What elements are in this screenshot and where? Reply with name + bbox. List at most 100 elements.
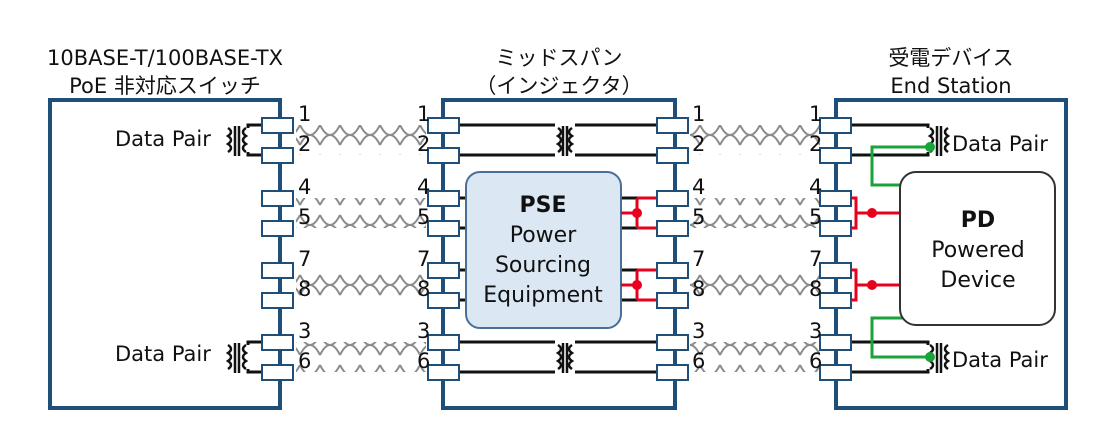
- junction-dot-icon: [925, 142, 935, 152]
- connector-pin-icon: [656, 262, 689, 279]
- endstation-data-pair-top: Data Pair: [952, 132, 1048, 156]
- connector-pin-icon: [656, 334, 689, 351]
- connector-pin-icon: [261, 220, 294, 237]
- junction-dot-icon: [925, 352, 935, 362]
- connector-pin-icon: [819, 147, 852, 164]
- connector-pin-icon: [427, 147, 460, 164]
- pin-number: 3: [809, 319, 822, 343]
- connector-pin-icon: [656, 292, 689, 309]
- pd-label-1: PD: [961, 208, 995, 233]
- pse-label-4: Equipment: [483, 283, 603, 308]
- connector-pin-icon: [656, 117, 689, 134]
- connector-pin-icon: [819, 117, 852, 134]
- junction-dot-icon: [867, 208, 877, 218]
- pin-number: 1: [298, 102, 311, 126]
- pin-number: 6: [692, 349, 705, 373]
- pin-number: 2: [298, 132, 311, 156]
- pin-number: 8: [417, 277, 430, 301]
- pd-box: [899, 171, 1056, 326]
- pin-number: 8: [692, 277, 705, 301]
- pd-label-3: Device: [940, 268, 1015, 293]
- switch-frame: [48, 98, 282, 410]
- transformer-icon: [225, 343, 249, 373]
- connector-pin-icon: [656, 190, 689, 207]
- pin-number: 7: [809, 247, 822, 271]
- transformer-icon: [225, 126, 249, 156]
- connector-pin-icon: [819, 364, 852, 381]
- twisted-pair-icon: [296, 342, 426, 372]
- connector-pin-icon: [819, 292, 852, 309]
- transformer-icon: [555, 126, 575, 156]
- pin-number: 2: [417, 132, 430, 156]
- pin-number: 6: [417, 349, 430, 373]
- pin-number: 2: [692, 132, 705, 156]
- connector-pin-icon: [427, 117, 460, 134]
- connector-pin-icon: [427, 262, 460, 279]
- pin-number: 5: [417, 205, 430, 229]
- midspan-title-line1: ミッドスパン: [495, 46, 622, 70]
- transformer-icon: [555, 343, 575, 373]
- pse-label-1: PSE: [520, 193, 567, 218]
- connector-pin-icon: [261, 117, 294, 134]
- connector-pin-icon: [427, 364, 460, 381]
- connector-pin-icon: [819, 262, 852, 279]
- junction-dot-icon: [632, 280, 642, 290]
- pse-label-2: Power: [510, 223, 577, 248]
- twisted-pair-icon: [690, 198, 820, 228]
- connector-pin-icon: [656, 220, 689, 237]
- connector-pin-icon: [427, 220, 460, 237]
- switch-data-pair-top: Data Pair: [115, 127, 211, 151]
- pin-number: 5: [809, 205, 822, 229]
- connector-pin-icon: [261, 292, 294, 309]
- pin-number: 1: [809, 102, 822, 126]
- pd-label-2: Powered: [931, 238, 1025, 263]
- pin-number: 3: [692, 319, 705, 343]
- switch-title-line1: 10BASE-T/100BASE-TX: [47, 46, 283, 70]
- pin-number: 3: [298, 319, 311, 343]
- switch-title-line2: PoE 非対応スイッチ: [69, 74, 261, 98]
- pin-number: 8: [298, 277, 311, 301]
- twisted-pair-icon: [690, 270, 820, 300]
- pin-number: 4: [692, 175, 705, 199]
- pin-number: 2: [809, 132, 822, 156]
- junction-dot-icon: [867, 280, 877, 290]
- connector-pin-icon: [261, 147, 294, 164]
- pin-number: 7: [692, 247, 705, 271]
- pin-number: 4: [417, 175, 430, 199]
- connector-pin-icon: [427, 190, 460, 207]
- connector-pin-icon: [656, 364, 689, 381]
- connector-pin-icon: [819, 334, 852, 351]
- endstation-title-line1: 受電デバイス: [888, 46, 1013, 70]
- pse-label-3: Sourcing: [495, 253, 591, 278]
- pd-power-wires: [851, 196, 903, 302]
- endstation-title-line2: End Station: [890, 74, 1011, 98]
- midspan-title-line2: （インジェクタ）: [475, 74, 642, 98]
- connector-pin-icon: [261, 334, 294, 351]
- endstation-data-pair-bottom: Data Pair: [952, 348, 1048, 372]
- pin-number: 4: [809, 175, 822, 199]
- switch-data-pair-bottom: Data Pair: [115, 342, 211, 366]
- center-tap-wires: [870, 145, 930, 359]
- pin-number: 6: [809, 349, 822, 373]
- pin-number: 7: [298, 247, 311, 271]
- pin-number: 8: [809, 277, 822, 301]
- connector-pin-icon: [427, 334, 460, 351]
- pin-number: 1: [417, 102, 430, 126]
- pse-box: [465, 171, 622, 329]
- junction-dot-icon: [632, 208, 642, 218]
- connector-pin-icon: [819, 190, 852, 207]
- connector-pin-icon: [819, 220, 852, 237]
- pin-number: 3: [417, 319, 430, 343]
- switch-data-wires: [246, 123, 262, 374]
- connector-pin-icon: [261, 262, 294, 279]
- twisted-pair-icon: [296, 125, 426, 155]
- pin-number: 5: [298, 205, 311, 229]
- pin-number: 1: [692, 102, 705, 126]
- twisted-pair-icon: [690, 342, 820, 372]
- connector-pin-icon: [656, 147, 689, 164]
- twisted-pair-icon: [296, 270, 426, 300]
- twisted-pair-icon: [690, 125, 820, 155]
